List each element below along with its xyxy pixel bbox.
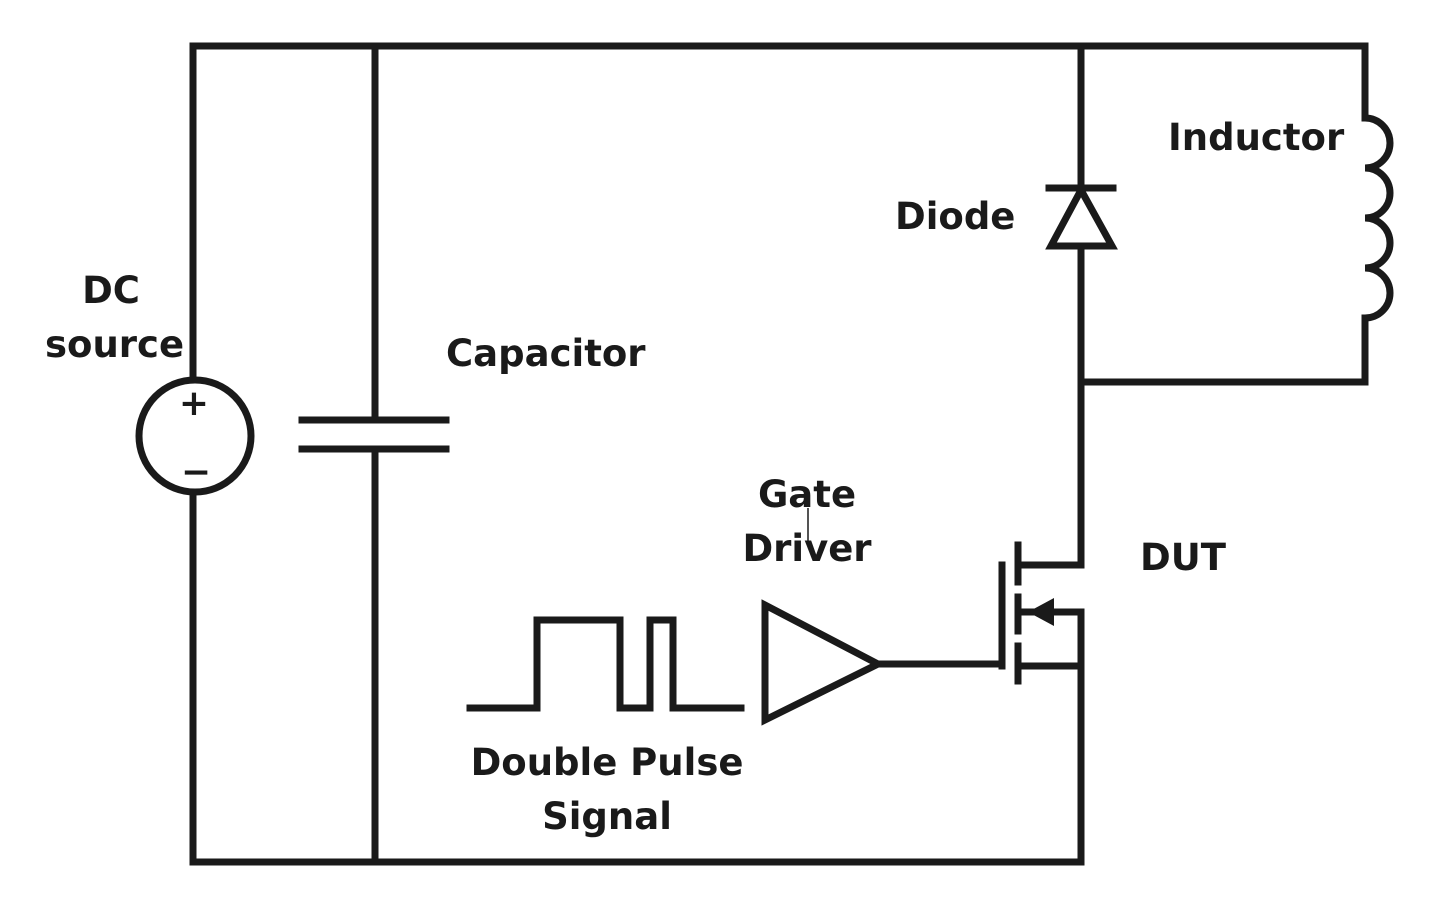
double-pulse-waveform: [466, 616, 745, 712]
gate-driver-symbol: [761, 599, 1006, 726]
dut-label: DUT: [1140, 536, 1226, 579]
dc-source-symbol: + −: [135, 376, 255, 496]
inductor-label: Inductor: [1168, 116, 1345, 159]
circuit-wires: [189, 42, 1369, 866]
inductor-return-wire: [1077, 314, 1369, 386]
dc-source-label-line1: DC: [82, 269, 140, 312]
gate-driver-triangle: [761, 599, 886, 726]
dc-source-label-line2: source: [45, 322, 185, 366]
dc-source-circle: [135, 376, 255, 496]
diode-label: Diode: [895, 195, 1016, 238]
double-pulse-signal-label: Double Pulse Signal: [467, 736, 747, 843]
double-pulse-label-line2: Signal: [542, 794, 672, 838]
inductor-symbol: [1361, 114, 1394, 322]
dut-mosfet-symbol: [998, 541, 1085, 685]
double-pulse-label-line1: Double Pulse: [470, 741, 744, 784]
gate-driver-label-line2: Driver: [742, 526, 872, 570]
mosfet-body-arrow: [1028, 598, 1054, 626]
double-pulse-trace: [466, 616, 745, 712]
capacitor-label: Capacitor: [446, 332, 646, 375]
inductor-coil: [1361, 114, 1394, 322]
gate-driver-label: Gate Driver: [742, 468, 872, 575]
diode-triangle: [1045, 182, 1118, 250]
capacitor-symbol: [298, 416, 450, 453]
gate-driver-label-line1: Gate: [757, 473, 857, 516]
diode-symbol: [1045, 182, 1118, 250]
dc-source-minus-sign: −: [181, 452, 211, 493]
dc-source-label: DC source: [45, 264, 185, 371]
dc-source-plus-sign: +: [179, 383, 209, 424]
